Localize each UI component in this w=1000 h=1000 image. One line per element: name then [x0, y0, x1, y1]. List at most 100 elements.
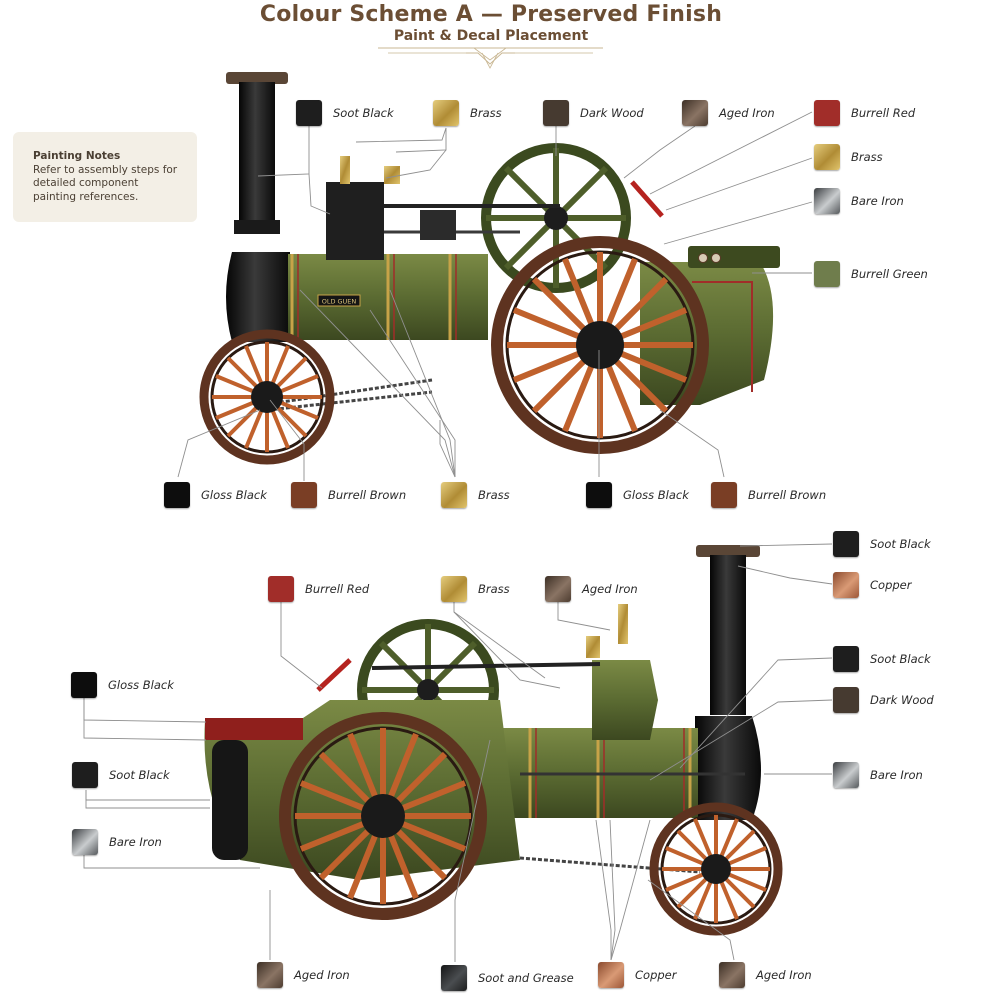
- callout-label: Soot Black: [870, 537, 931, 551]
- top-chimney: [226, 72, 288, 234]
- swatch: [71, 672, 97, 698]
- callout-label: Brass: [851, 150, 883, 164]
- bottom-chimney: [696, 545, 760, 715]
- callout-label: Brass: [478, 488, 510, 502]
- swatch: [296, 100, 322, 126]
- callout-label: Bare Iron: [870, 768, 923, 782]
- bottom-callout-brass: Brass: [441, 575, 510, 603]
- top-cylinder-block: [326, 182, 384, 260]
- callout-label: Burrell Green: [851, 267, 928, 281]
- top-callout-dark-wood: Dark Wood: [543, 99, 644, 127]
- callout-label: Soot Black: [109, 768, 170, 782]
- swatch: [833, 531, 859, 557]
- bottom-callout-soot-and-grease: Soot and Grease: [441, 964, 574, 992]
- top-leader-lines: [177, 111, 813, 481]
- swatch: [814, 188, 840, 214]
- swatch: [682, 100, 708, 126]
- swatch: [291, 482, 317, 508]
- swatch: [719, 962, 745, 988]
- swatch: [441, 482, 467, 508]
- swatch: [268, 576, 294, 602]
- top-callout-burrell-green: Burrell Green: [814, 260, 928, 288]
- svg-text:OLD GUEN: OLD GUEN: [322, 298, 357, 306]
- painting-notes-title: Painting Notes: [33, 150, 121, 162]
- callout-label: Aged Iron: [719, 106, 775, 120]
- top-flywheel: [481, 143, 631, 293]
- bottom-callout-soot-black: Soot Black: [833, 530, 931, 558]
- swatch: [441, 576, 467, 602]
- swatch: [598, 962, 624, 988]
- callout-label: Gloss Black: [623, 488, 689, 502]
- callout-label: Gloss Black: [108, 678, 174, 692]
- swatch: [545, 576, 571, 602]
- top-callout-brass-2: Brass: [814, 143, 883, 171]
- top-callout-gloss-black-2: Gloss Black: [586, 481, 689, 509]
- top-callout-burrell-brown: Burrell Brown: [291, 481, 406, 509]
- bottom-callout-bare-iron-2: Bare Iron: [72, 828, 162, 856]
- swatch: [164, 482, 190, 508]
- swatch: [833, 572, 859, 598]
- bottom-small-wheel: [649, 802, 783, 936]
- swatch: [72, 829, 98, 855]
- bottom-callout-copper: Copper: [833, 571, 911, 599]
- swatch: [814, 144, 840, 170]
- bottom-callout-soot-black-2: Soot Black: [833, 645, 931, 673]
- callout-label: Aged Iron: [294, 968, 350, 982]
- top-callout-gloss-black: Gloss Black: [164, 481, 267, 509]
- top-callout-burrell-brown-2: Burrell Brown: [711, 481, 826, 509]
- top-front-wheel: [199, 329, 335, 465]
- callout-label: Gloss Black: [201, 488, 267, 502]
- top-rear-wheel: [491, 236, 709, 454]
- bottom-callout-aged-iron: Aged Iron: [545, 575, 638, 603]
- top-callout-soot-black: Soot Black: [296, 99, 394, 127]
- callout-label: Burrell Brown: [328, 488, 407, 502]
- swatch: [441, 965, 467, 991]
- bottom-callout-bare-iron: Bare Iron: [833, 761, 923, 789]
- page-title: Colour Scheme A — Preserved Finish: [259, 2, 723, 27]
- callout-label: Soot Black: [870, 652, 931, 666]
- bottom-callout-burrell-red: Burrell Red: [268, 575, 369, 603]
- callout-label: Burrell Brown: [748, 488, 827, 502]
- callout-label: Copper: [870, 578, 912, 592]
- swatch: [72, 762, 98, 788]
- bottom-callout-soot-black-3: Soot Black: [72, 761, 170, 789]
- swatch: [833, 762, 859, 788]
- callout-label: Brass: [478, 582, 510, 596]
- bottom-engine: [204, 545, 783, 936]
- title-ornament: [378, 47, 603, 69]
- bottom-leader-lines: [83, 543, 833, 962]
- top-callout-aged-iron: Aged Iron: [682, 99, 775, 127]
- bottom-big-wheel: [279, 712, 487, 920]
- top-nameplate: OLD GUEN: [317, 294, 361, 307]
- callout-label: Soot Black: [333, 106, 394, 120]
- swatch: [433, 100, 459, 126]
- painting-notes-panel: Painting Notes Refer to assembly steps f…: [13, 132, 197, 222]
- bottom-callout-dark-wood: Dark Wood: [833, 686, 934, 714]
- swatch: [814, 100, 840, 126]
- bottom-callout-aged-iron-3: Aged Iron: [719, 961, 812, 989]
- callout-label: Soot and Grease: [478, 971, 574, 985]
- bottom-cylinder: [592, 660, 658, 740]
- bottom-callout-aged-iron-2: Aged Iron: [257, 961, 350, 989]
- top-callout-bare-iron: Bare Iron: [814, 187, 904, 215]
- callout-label: Burrell Red: [851, 106, 916, 120]
- top-engine: OLD GUEN: [199, 72, 780, 465]
- top-callout-brass: Brass: [433, 99, 502, 127]
- swatch: [833, 646, 859, 672]
- swatch: [257, 962, 283, 988]
- page-subtitle: Paint & Decal Placement: [393, 28, 589, 44]
- painting-notes-body: Refer to assembly steps for detailed com…: [33, 163, 178, 203]
- callout-label: Aged Iron: [582, 582, 638, 596]
- callout-label: Aged Iron: [756, 968, 812, 982]
- top-callout-brass-3: Brass: [441, 481, 510, 509]
- swatch: [543, 100, 569, 126]
- callout-label: Dark Wood: [580, 106, 644, 120]
- swatch: [814, 261, 840, 287]
- bottom-callout-copper-2: Copper: [598, 961, 676, 989]
- top-smokebox: [226, 252, 290, 342]
- swatch: [586, 482, 612, 508]
- top-callout-burrell-red: Burrell Red: [814, 99, 915, 127]
- callout-label: Burrell Red: [305, 582, 370, 596]
- callout-label: Dark Wood: [870, 693, 934, 707]
